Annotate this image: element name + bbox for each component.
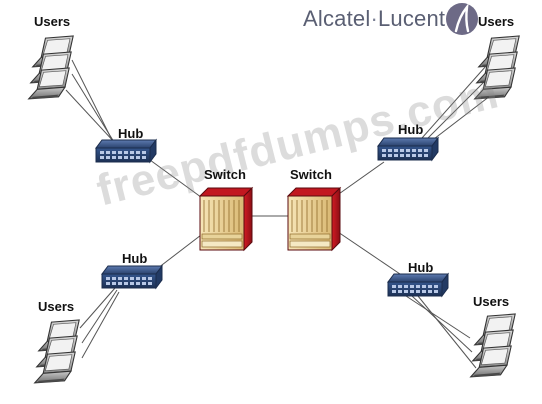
link-switch-2-hub-br (337, 231, 401, 275)
hub-label-top-left: Hub (118, 126, 144, 141)
users-label-bottom-right: Users (473, 294, 510, 309)
links (65, 59, 491, 369)
brand-wordmark: Alcatel·Lucent (303, 6, 445, 32)
switch-icon-left (199, 187, 253, 251)
laptop-group-bottom-left (34, 319, 80, 384)
users-label-top-right: Users (478, 14, 515, 29)
link-br-laptop-3 (417, 295, 477, 369)
hub-label-bottom-right: Hub (408, 260, 434, 275)
hub-label-top-right: Hub (398, 122, 424, 137)
brand-separator: · (370, 6, 378, 31)
users-label-top-left: Users (34, 14, 71, 29)
link-tl-laptop-1 (71, 59, 113, 141)
link-bl-laptop-1 (79, 287, 116, 329)
link-tl-laptop-2 (71, 73, 115, 143)
switch-icon-right (287, 187, 341, 251)
link-tr-laptop-1 (421, 65, 487, 139)
laptop-icon (28, 67, 70, 100)
link-br-laptop-2 (411, 295, 473, 353)
laptop-icon (470, 345, 512, 378)
switch-label-left: Switch (204, 167, 246, 182)
link-hub-bl-switch-1 (157, 231, 206, 269)
link-bl-laptop-2 (81, 289, 118, 344)
brand-name-left: Alcatel (303, 6, 371, 31)
laptop-icon (34, 351, 76, 384)
switch-label-right: Switch (290, 167, 332, 182)
laptop-group-bottom-right (470, 313, 516, 378)
link-switch-2-hub-tr (335, 161, 385, 197)
link-hub-tl-switch-1 (149, 159, 206, 201)
alcatel-lucent-logo-icon (446, 3, 478, 35)
link-br-laptop-1 (405, 295, 471, 339)
users-label-bottom-left: Users (38, 299, 75, 314)
hub-icon-bottom-right (387, 273, 449, 297)
brand-name-right: Lucent (377, 6, 446, 31)
link-tr-laptop-2 (425, 79, 487, 141)
laptop-group-top-left (28, 35, 74, 100)
hub-icon-bottom-left (101, 265, 163, 289)
hub-label-bottom-left: Hub (122, 251, 148, 266)
link-tr-laptop-3 (429, 95, 491, 143)
link-tl-laptop-3 (65, 89, 117, 145)
link-bl-laptop-3 (81, 291, 120, 359)
